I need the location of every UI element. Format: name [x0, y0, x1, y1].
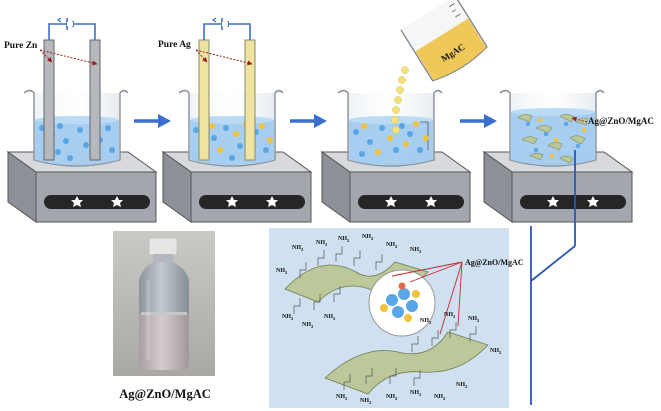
amine-label: NH2	[468, 316, 480, 323]
amine-subscript: 2	[419, 392, 422, 397]
bottle-photo	[113, 231, 215, 376]
step1-electrodes	[43, 17, 101, 161]
amine-label: NH2	[410, 247, 422, 254]
step1-label: Pure Zn	[4, 41, 98, 66]
connector-lines	[530, 150, 576, 405]
amine-subscript: 2	[419, 249, 422, 254]
amine-subscript: 2	[291, 316, 294, 321]
amine-label: NH2	[360, 398, 372, 405]
amine-subscript: 2	[325, 242, 328, 247]
amine-subscript: 2	[285, 270, 288, 275]
amine-subscript: 2	[453, 314, 456, 319]
mgac-stream	[391, 66, 409, 134]
amine-label: NH2	[386, 242, 398, 249]
svg-text:Ag@ZnO/MgAC: Ag@ZnO/MgAC	[465, 258, 524, 267]
amine-subscript: 2	[429, 320, 432, 325]
step4-label: Ag@ZnO/MgAC	[571, 116, 654, 126]
amine-subscript: 2	[443, 396, 446, 401]
amine-label: NH2	[410, 390, 422, 397]
amine-label: NH2	[282, 314, 294, 321]
process-arrow-1	[134, 114, 171, 128]
amine-label: NH2	[456, 382, 468, 389]
amine-subscript: 2	[311, 324, 314, 329]
amine-label: NH2	[444, 312, 456, 319]
amine-label: NH2	[324, 314, 336, 321]
svg-text:Pure Ag: Pure Ag	[158, 40, 191, 50]
process-arrow-2	[290, 114, 327, 128]
svg-text:Ag@ZnO/MgAC: Ag@ZnO/MgAC	[588, 116, 654, 126]
step1-hotplate	[6, 151, 158, 223]
step2-electrodes	[198, 17, 256, 161]
amine-label: NH2	[386, 394, 398, 401]
amine-label: NH2	[434, 394, 446, 401]
amine-subscript: 2	[301, 247, 304, 252]
amine-label: NH2	[302, 322, 314, 329]
amine-subscript: 2	[371, 236, 374, 241]
amine-subscript: 2	[333, 316, 336, 321]
mgac-pouring-beaker: MgAC	[400, 0, 488, 82]
amine-label: NH2	[490, 348, 502, 355]
step3-particles	[353, 121, 429, 157]
inset-panel: Ag@ZnO/MgAC NH2 NH2 NH2 NH2 NH2 NH2 NH2 …	[269, 228, 524, 408]
amine-subscript: 2	[465, 384, 468, 389]
amine-label: NH2	[276, 268, 288, 275]
amine-subscript: 2	[369, 400, 372, 405]
process-arrow-3	[460, 114, 497, 128]
step4-sheets	[517, 113, 589, 164]
photo-caption: Ag@ZnO/MgAC	[119, 387, 211, 401]
amine-subscript: 2	[345, 396, 348, 401]
step2-label: Pure Ag	[158, 40, 253, 66]
svg-text:Pure Zn: Pure Zn	[4, 41, 38, 51]
amine-subscript: 2	[477, 318, 480, 323]
amine-label: NH2	[362, 234, 374, 241]
amine-label: NH2	[316, 240, 328, 247]
step4-particles	[525, 117, 587, 159]
amine-subscript: 2	[347, 238, 350, 243]
amine-label: NH2	[336, 394, 348, 401]
amine-subscript: 2	[395, 244, 398, 249]
amine-label: NH2	[420, 318, 432, 325]
amine-subscript: 2	[499, 350, 502, 355]
amine-label: NH2	[292, 245, 304, 252]
step3-beaker	[337, 89, 443, 167]
amine-label: NH2	[338, 236, 350, 243]
amine-subscript: 2	[395, 396, 398, 401]
